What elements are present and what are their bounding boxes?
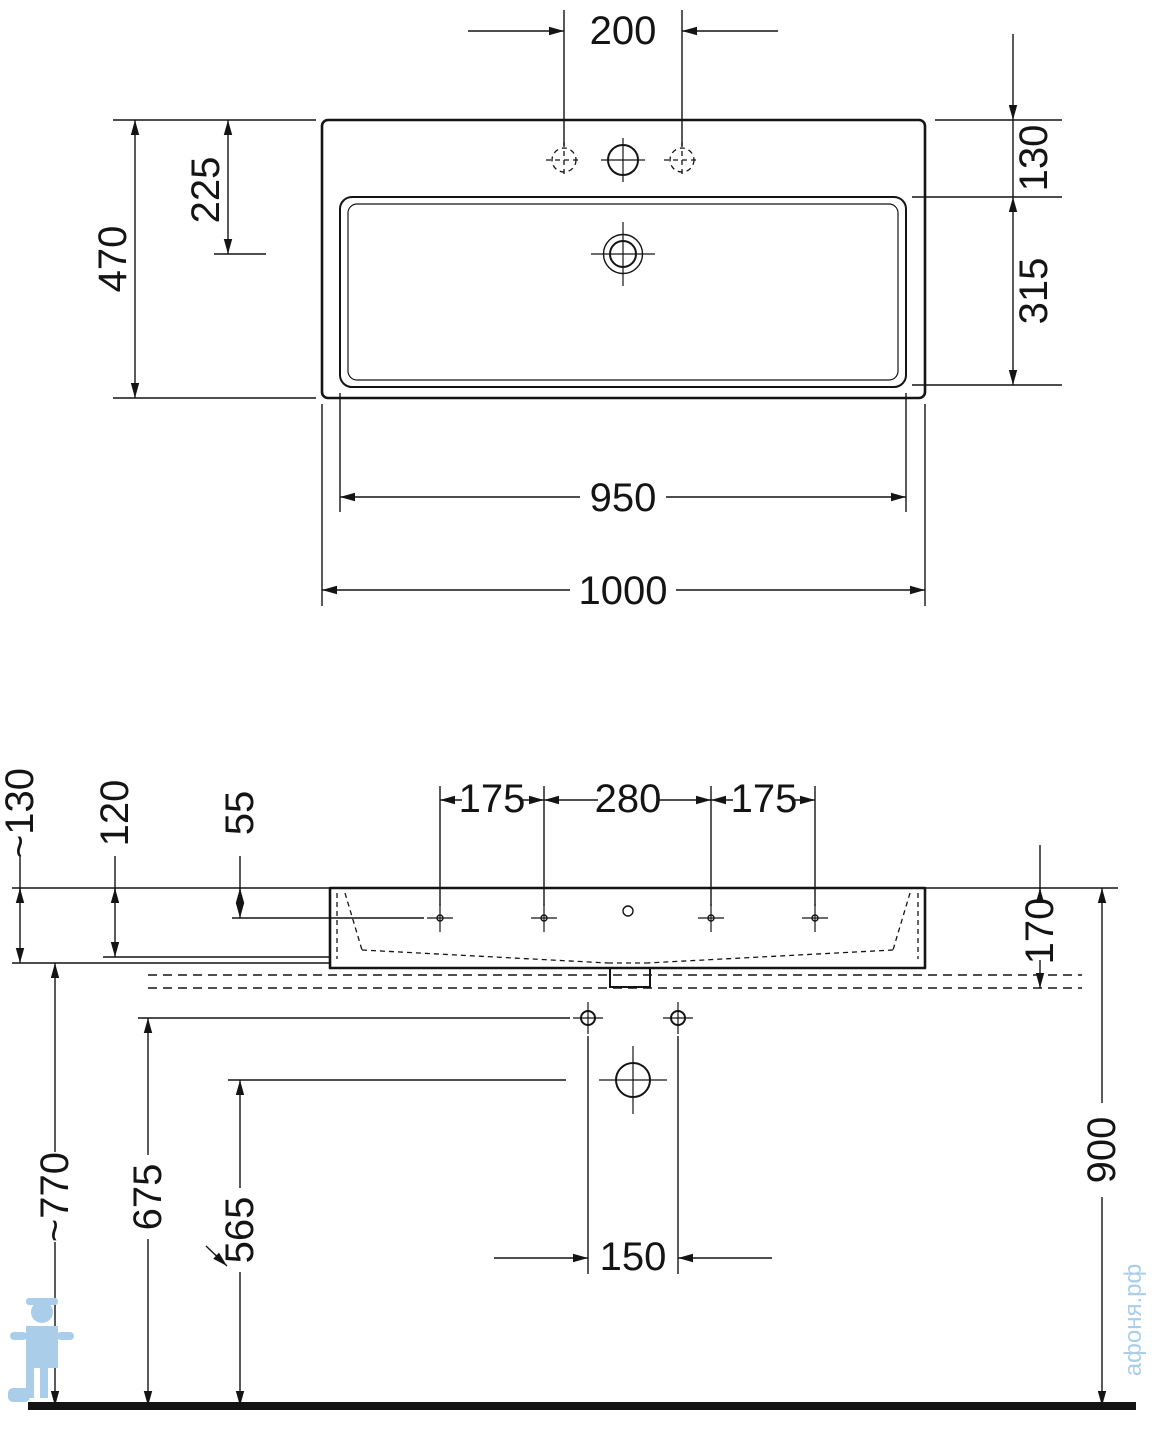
dim-bracket-drop: ~130	[0, 768, 42, 963]
dim-bowl-depth-label: 315	[1012, 258, 1056, 325]
dim-bolt-height: 675	[126, 1018, 170, 1406]
watermark-site-text: афоня.рф	[1120, 1264, 1147, 1376]
basin-hidden-lines	[336, 892, 919, 964]
top-view: 200 470 225 130 315	[91, 9, 1062, 613]
dim-bracket-height: ~770	[33, 963, 77, 1406]
dim-bowl-depth: 315	[1008, 197, 1056, 385]
dim-tap-spacing: 200	[468, 9, 778, 146]
dim-overall-width: 1000	[321, 404, 926, 613]
dim-pitch-center-label: 280	[595, 777, 662, 821]
front-tap-holes	[427, 904, 828, 932]
tap-hole-center	[601, 138, 645, 182]
dim-pitch-left-label: 175	[459, 777, 526, 821]
dim-overall-width-label: 1000	[579, 569, 668, 613]
dim-overall-depth-label: 470	[91, 226, 135, 293]
dim-pitch-right-label: 175	[731, 777, 798, 821]
drain-hole	[591, 222, 655, 286]
dim-rim-height-label: 900	[1080, 1117, 1124, 1184]
tap-hole-left-dashed	[546, 142, 582, 178]
dim-bolt-spacing: 150	[494, 1036, 772, 1279]
leader-arrow	[205, 1245, 228, 1267]
dim-bolt-height-label: 675	[126, 1164, 170, 1231]
dim-rim-offset: 130	[912, 34, 1062, 386]
overflow-mark	[622, 905, 634, 917]
dim-trap-height: 565	[205, 1080, 262, 1406]
dim-tap-drop: 55	[218, 791, 262, 918]
reference-lines	[12, 887, 1118, 1081]
basin-front-outline	[328, 886, 927, 970]
dim-apron-depth: 170	[1018, 845, 1062, 988]
drain-stub	[609, 968, 651, 988]
dim-bracket-drop-label: ~130	[0, 768, 42, 858]
waste-outlet	[599, 1046, 667, 1114]
dim-bowl-width-label: 950	[590, 476, 657, 520]
bowl-rim-inner	[347, 203, 899, 381]
dim-hole-pitches: 175 280 175	[439, 777, 816, 906]
dim-rim-height: 900	[1080, 888, 1124, 1406]
dim-rim-offset-label: 130	[1012, 125, 1056, 192]
basin-outline	[320, 118, 927, 400]
dim-bracket-height-label: ~770	[33, 1152, 77, 1242]
dim-overflow-drop: 120	[93, 780, 137, 957]
tap-hole-right-dashed	[664, 142, 700, 178]
dim-bolt-spacing-label: 150	[600, 1235, 667, 1279]
dim-drain-offset-label: 225	[184, 157, 228, 224]
dim-bowl-width: 950	[339, 393, 907, 520]
fixing-holes	[573, 1002, 693, 1034]
dim-drain-offset: 225	[184, 120, 266, 255]
dim-tap-drop-label: 55	[218, 791, 262, 836]
dim-tap-spacing-label: 200	[590, 9, 657, 53]
front-view: 175 280 175 ~130 120 55 170	[0, 768, 1136, 1410]
dim-apron-depth-label: 170	[1018, 898, 1062, 965]
watermark-logo	[8, 1298, 74, 1402]
dim-trap-height-label: 565	[218, 1197, 262, 1264]
dim-overflow-drop-label: 120	[93, 780, 137, 847]
bowl-rim-outer	[339, 196, 907, 388]
dim-overall-depth: 470	[91, 119, 316, 399]
